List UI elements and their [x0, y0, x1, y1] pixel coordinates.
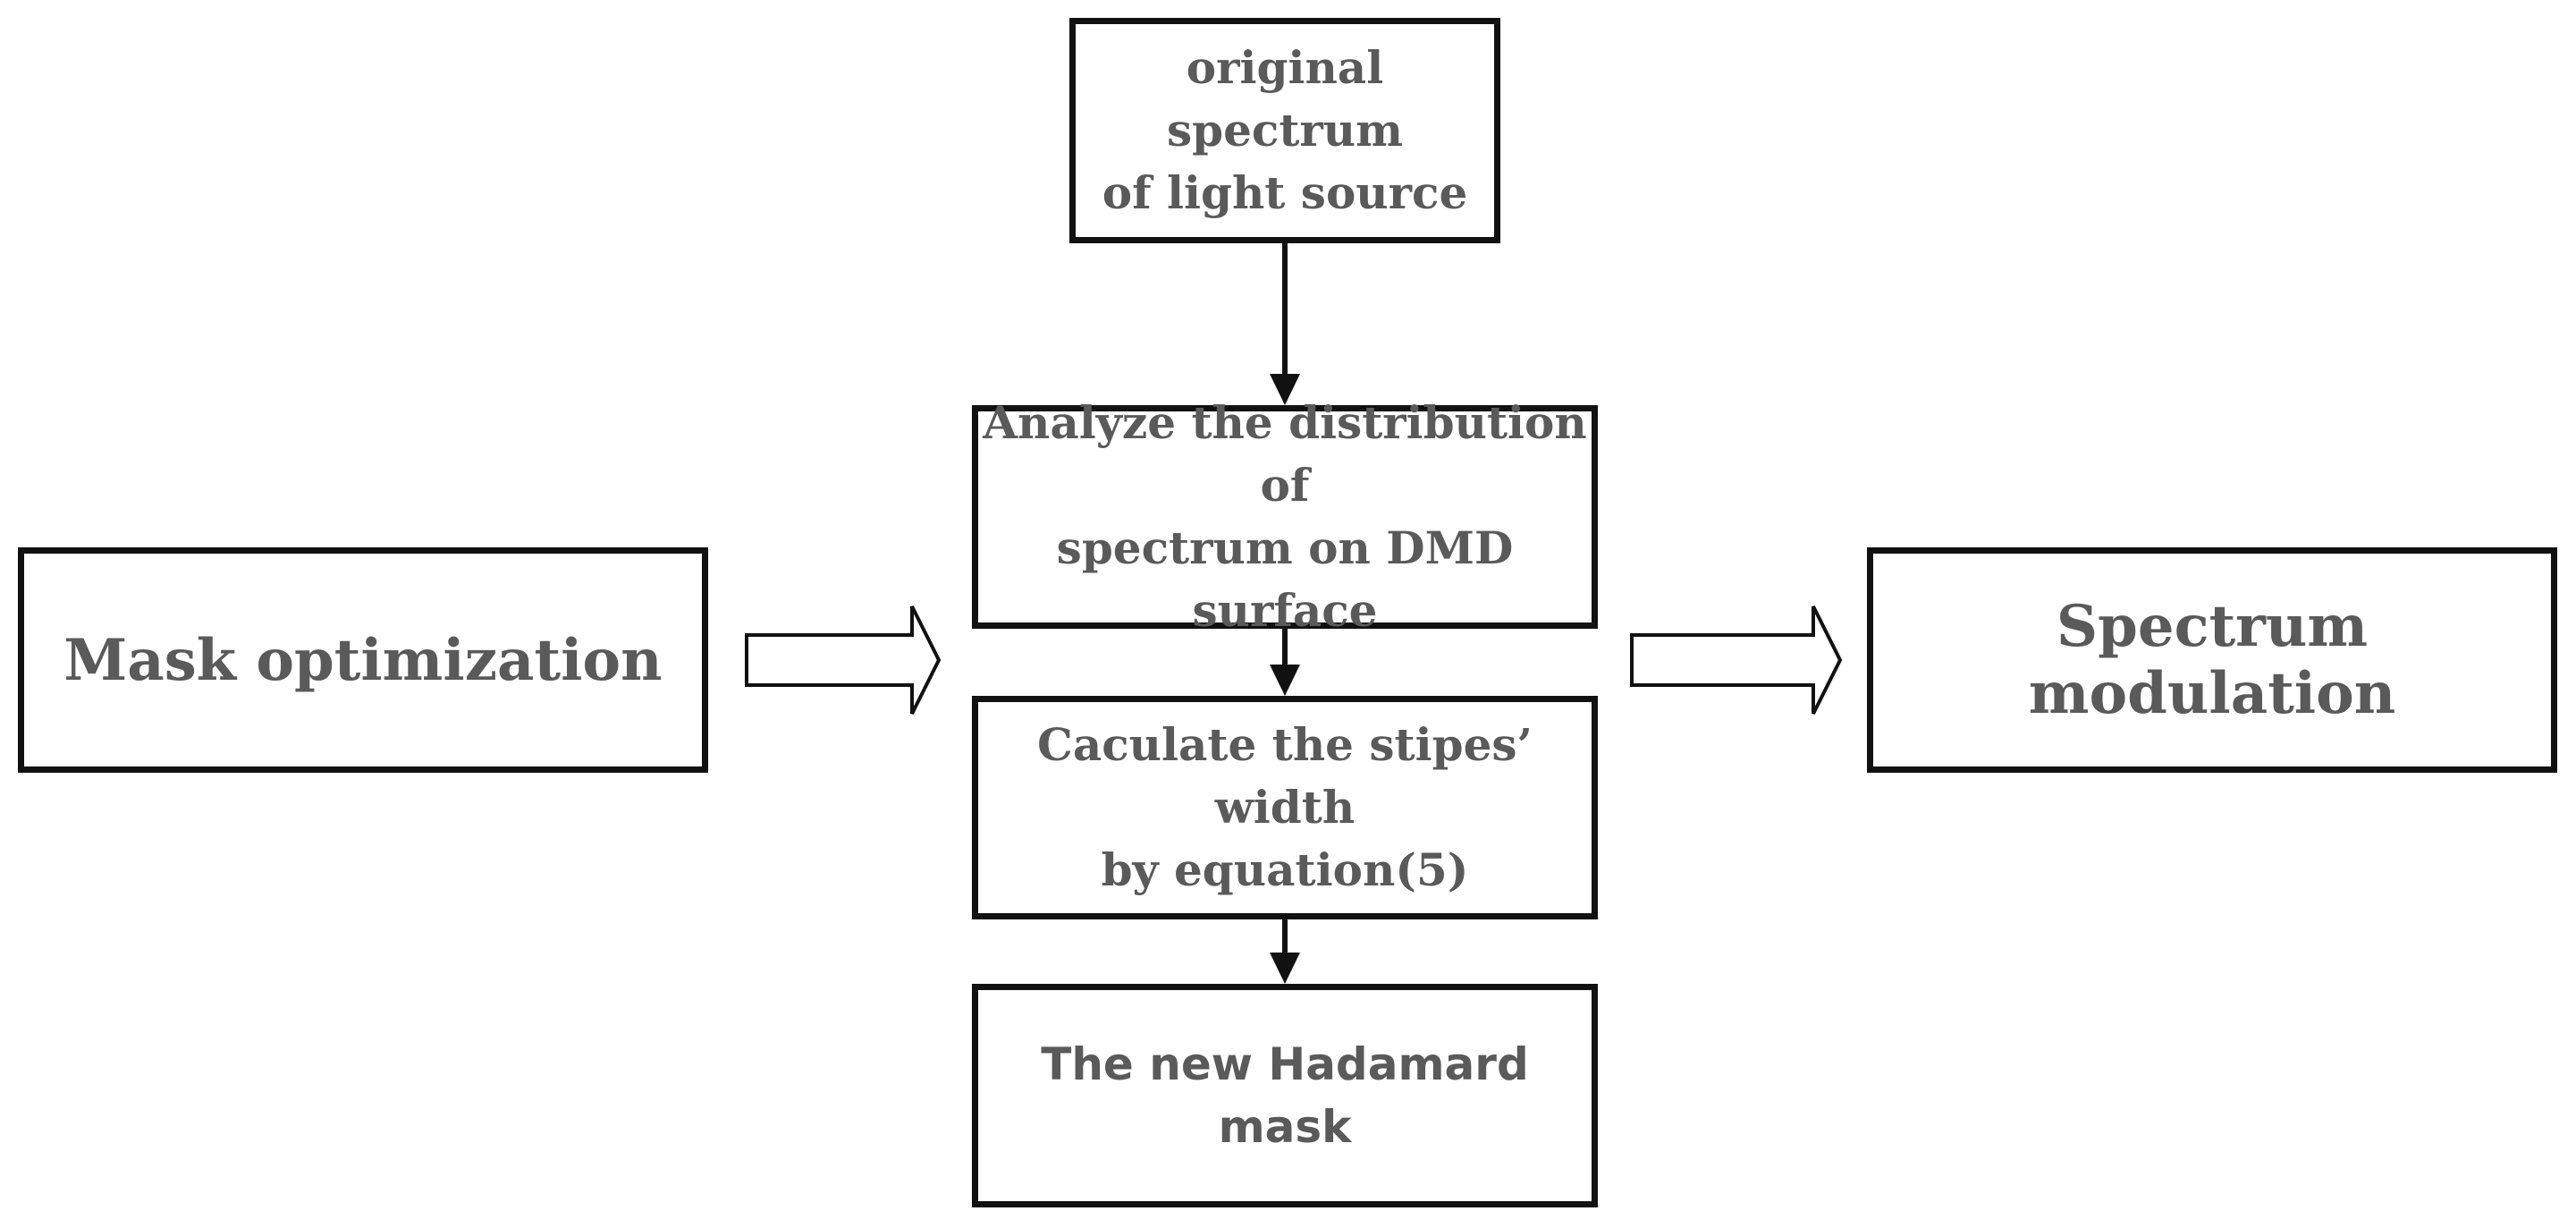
new-hadamard-mask-label: The new Hadamard mask	[1041, 1038, 1529, 1153]
spectrum-modulation-box: Spectrum modulation	[1867, 547, 2557, 773]
calculate-width-box: Caculate the stipes’ width by equation(5…	[972, 696, 1598, 919]
analyze-distribution-box: Analyze the distribution of spectrum on …	[972, 396, 1598, 637]
original-spectrum-box: original spectrum of light source	[1069, 18, 1500, 243]
block-arrow-right	[1630, 606, 1843, 715]
calculate-width-label: Caculate the stipes’ width by equation(5…	[1037, 718, 1533, 896]
block-arrow-left	[745, 606, 942, 715]
mask-optimization-label: Mask optimization	[63, 626, 663, 694]
arrow-top-to-analyze	[1270, 243, 1300, 405]
new-hadamard-mask-box: The new Hadamard mask	[972, 984, 1598, 1207]
original-spectrum-label: original spectrum of light source	[1102, 41, 1468, 219]
spectrum-modulation-label: Spectrum modulation	[2028, 593, 2396, 727]
arrow-calc-to-new	[1270, 919, 1300, 984]
analyze-distribution-label: Analyze the distribution of spectrum on …	[983, 396, 1587, 637]
mask-optimization-box: Mask optimization	[18, 547, 708, 773]
